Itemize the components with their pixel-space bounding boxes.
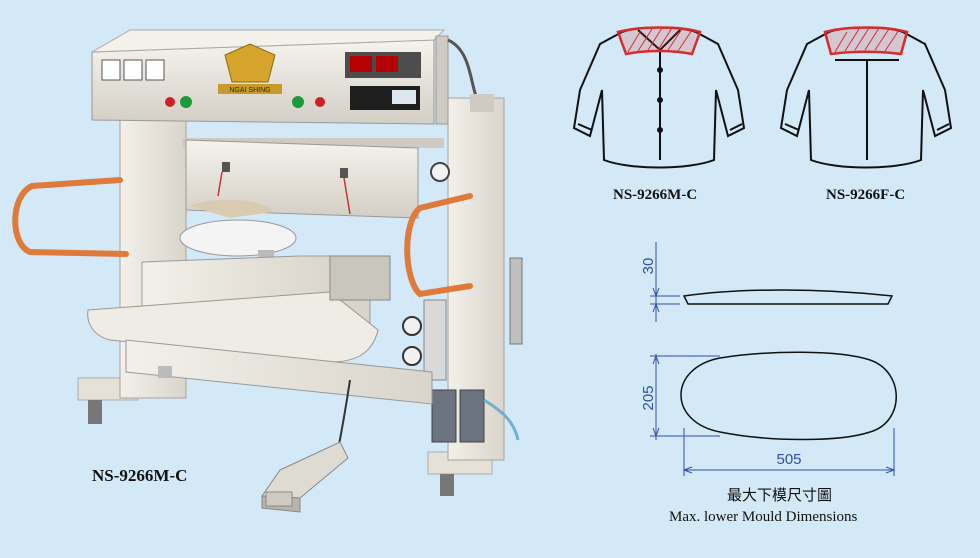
mould-title-chinese: 最大下模尺寸圖 [727, 486, 833, 504]
foot-pedal [261, 379, 351, 513]
shirt-back-press-zone [823, 26, 909, 56]
mould-dimension-drawing: 30 205 505 [640, 242, 897, 476]
width-dimension [650, 354, 720, 440]
machine-model-caption: NS-9266M-C [92, 466, 188, 485]
base-frame [125, 339, 433, 405]
brand-emblem: NGAI SHING [218, 43, 282, 94]
pneumatic-units [329, 255, 523, 443]
lower-mould [179, 199, 297, 270]
side-pipes [435, 35, 494, 125]
shirt-male-label: NS-9266M-C [613, 187, 698, 203]
machine-illustration: NGAI SHING [12, 29, 523, 513]
thickness-dimension [650, 242, 680, 322]
shirt-front-press-zone [616, 26, 702, 56]
guard-rails [12, 177, 473, 298]
upper-head [185, 139, 450, 219]
control-panel: NGAI SHING [91, 29, 446, 125]
shirt-back-diagram [779, 26, 953, 169]
mould-top-view [680, 351, 897, 441]
mould-title-english: Max. lower Mould Dimensions [669, 509, 858, 525]
length-value: 505 [776, 451, 801, 468]
thickness-value: 30 [640, 258, 657, 275]
brand-plate-text: NGAI SHING [229, 87, 270, 94]
width-value: 205 [640, 385, 657, 410]
mould-side-view [682, 289, 894, 305]
shirt-female-label: NS-9266F-C [826, 187, 906, 203]
length-dimension [682, 428, 896, 476]
shirt-front-diagram [572, 26, 746, 169]
